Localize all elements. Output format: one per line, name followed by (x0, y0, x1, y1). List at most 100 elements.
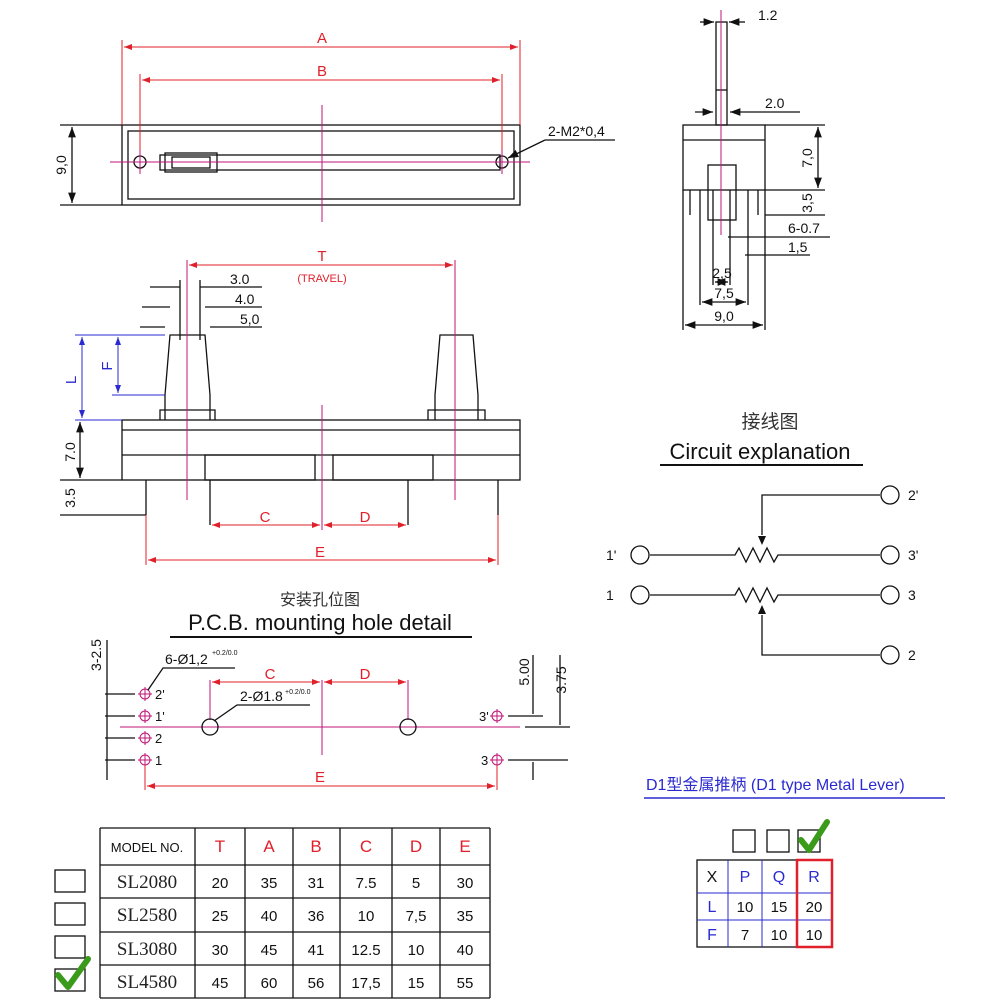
body-height-label: 7,0 (799, 148, 815, 168)
mid-span-label: 7,5 (714, 285, 734, 301)
table-cell: 31 (308, 875, 325, 892)
inner-span-label: 2,5 (712, 265, 732, 281)
terminal-2: 2 (908, 647, 916, 663)
dim-l-label: L (63, 376, 80, 384)
lever-header-q: Q (773, 869, 785, 886)
pcb-pin-1: 1 (155, 753, 162, 768)
travel-note: (TRAVEL) (297, 273, 346, 285)
lever-cell: 7 (741, 927, 749, 944)
lever-option-q-checkbox[interactable] (766, 829, 790, 853)
table-cell: 35 (457, 908, 474, 925)
lever-header-r: R (808, 869, 820, 886)
table-header-cell: A (263, 837, 275, 856)
pin-pitch-label: 3-2.5 (88, 639, 104, 671)
table-header-cell: D (410, 837, 422, 856)
model-name-cell: SL2580 (117, 905, 177, 926)
table-header-cell: MODEL NO. (111, 840, 183, 855)
side-width-label: 9,0 (714, 308, 734, 324)
dim-d-label: D (360, 509, 371, 526)
circuit-title-en: Circuit explanation (670, 439, 851, 464)
lever-width-3: 5,0 (240, 311, 260, 327)
shaft-base-label: 2.0 (765, 95, 785, 111)
lever-row-f: F (707, 927, 717, 944)
pin-height-label: 3,5 (799, 193, 815, 213)
mount-thread-label: 2-M2*0,4 (548, 123, 605, 139)
table-cell: 20 (212, 875, 229, 892)
model-name-cell: SL2080 (117, 872, 177, 893)
small-holes-tolerance: +0.2/0.0 (212, 650, 238, 657)
dim-t-label: T (317, 248, 326, 265)
large-holes-label: 2-Ø1.8 (240, 688, 283, 704)
table-cell: 35 (261, 875, 278, 892)
dim-375: 3.75 (553, 666, 569, 693)
table-cell: 25 (212, 908, 229, 925)
front-body-height: 7.0 (62, 442, 78, 462)
front-pin-height: 3.5 (62, 488, 78, 508)
dim-height-label: 9,0 (53, 155, 69, 175)
pcb-pin-1p: 1' (155, 709, 165, 724)
check-icon (55, 956, 91, 990)
table-cell: 56 (308, 975, 325, 992)
table-cell: 60 (261, 975, 278, 992)
model-checkbox-sl2080[interactable] (54, 869, 86, 893)
dim-b-label: B (317, 63, 327, 80)
table-header-cell: B (310, 837, 321, 856)
lever-cell: 20 (806, 899, 823, 916)
dim-f-label: F (99, 361, 116, 370)
lever-section: D1型金属推柄 (D1 type Metal Lever) X P Q R L … (644, 776, 945, 949)
model-checkbox-sl3080[interactable] (54, 935, 86, 959)
lever-option-p-checkbox[interactable] (732, 829, 756, 853)
table-cell: 55 (457, 975, 474, 992)
table-cell: 10 (358, 908, 375, 925)
large-holes-tolerance: +0.2/0.0 (285, 689, 311, 696)
small-holes-label: 6-Ø1,2 (165, 651, 208, 667)
top-view: A B 9,0 2-M2*0,4 (53, 30, 615, 222)
lever-row-l: L (708, 899, 717, 916)
table-cell: 17,5 (351, 975, 380, 992)
pcb-dim-e: E (315, 769, 325, 786)
table-cell: 40 (261, 908, 278, 925)
table-cell: 12.5 (351, 942, 380, 959)
table-cell: 30 (457, 875, 474, 892)
dim-c-label: C (260, 509, 271, 526)
lever-width-1: 3.0 (230, 271, 250, 287)
lever-cell: 10 (806, 927, 823, 944)
table-cell: 10 (408, 942, 425, 959)
circuit-diagram: 接线图 Circuit explanation 2' 1' 3' 1 3 2 (606, 411, 918, 665)
table-header-cell: C (360, 837, 372, 856)
model-checkbox-sl4580[interactable] (54, 968, 86, 992)
front-view: T (TRAVEL) 3.0 4.0 5,0 L F 7.0 3.5 C D E (60, 248, 521, 565)
table-cell: 15 (408, 975, 425, 992)
pcb-title-cn: 安装孔位图 (280, 591, 360, 609)
table-header-cell: E (459, 837, 470, 856)
lever-header-x: X (707, 869, 718, 886)
pcb-pin-3p: 3' (479, 709, 489, 724)
table-cell: 41 (308, 942, 325, 959)
terminal-1: 1 (606, 587, 614, 603)
pcb-pin-2p: 2' (155, 687, 165, 702)
check-icon (798, 819, 830, 853)
dim-a-label: A (317, 30, 327, 47)
terminal-2p: 2' (908, 487, 918, 503)
table-cell: 30 (212, 942, 229, 959)
table-cell: 40 (457, 942, 474, 959)
dim-500: 5.00 (516, 658, 532, 685)
pcb-pin-2: 2 (155, 731, 162, 746)
circuit-title-cn: 接线图 (741, 411, 798, 433)
pcb-dim-c: C (265, 666, 276, 683)
lever-width-2: 4.0 (235, 291, 255, 307)
terminal-3: 3 (908, 587, 916, 603)
table-cell: 5 (412, 875, 420, 892)
pcb-dim-d: D (360, 666, 371, 683)
lever-title: D1型金属推柄 (D1 type Metal Lever) (646, 776, 905, 794)
dim-e-label: E (315, 544, 325, 561)
lever-cell: 15 (771, 899, 788, 916)
pin-pitch-label: 1,5 (788, 239, 808, 255)
model-checkbox-sl2580[interactable] (54, 902, 86, 926)
pcb-pin-3: 3 (481, 753, 488, 768)
terminal-1p: 1' (606, 547, 616, 563)
lever-cell: 10 (771, 927, 788, 944)
shaft-width-label: 1.2 (758, 7, 778, 23)
